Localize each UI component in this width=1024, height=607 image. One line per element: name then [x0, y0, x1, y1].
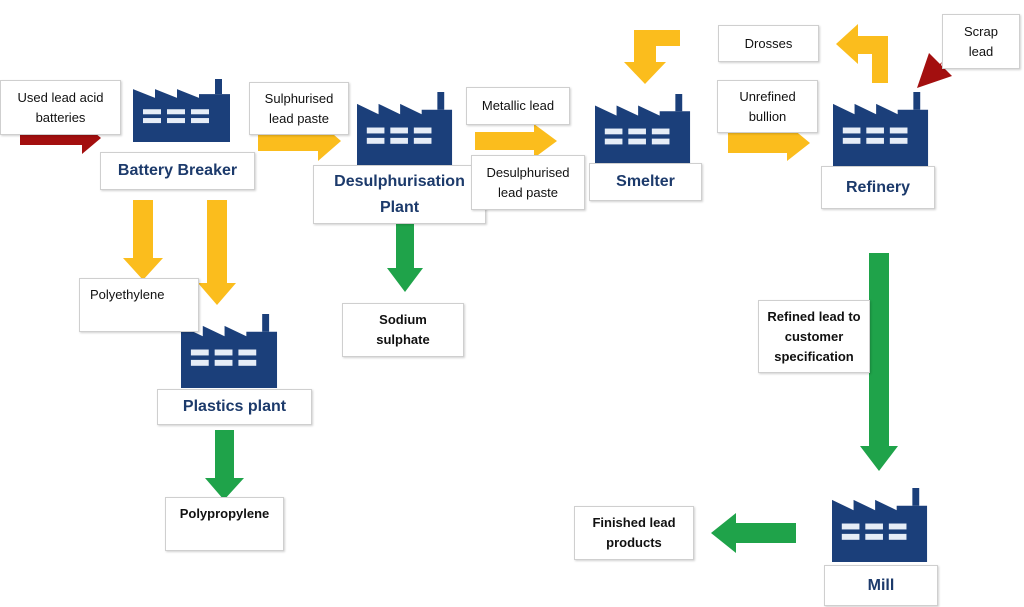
drosses-arrow [836, 24, 888, 83]
factory-icon [595, 94, 691, 166]
factory-icon [357, 92, 453, 166]
used-lead-acid-batteries-label: Used lead acid batteries [0, 80, 121, 135]
drosses-label: Drosses [718, 25, 819, 62]
metallic-lead-label: Metallic lead [466, 87, 570, 125]
mill-label: Mill [824, 565, 938, 606]
sulphurised-lead-paste-label: Sulphurised lead paste [249, 82, 349, 135]
battery-breaker-label: Battery Breaker [100, 152, 255, 190]
unrefined-bullion-label: Unrefined bullion [717, 80, 818, 133]
sodium-sulphate-label: Sodium sulphate [342, 303, 464, 357]
unrefined-bullion-arrow [728, 124, 810, 161]
sodium-sulphate-arrow [387, 222, 423, 292]
factory-icon [133, 79, 230, 142]
scrap-lead-label: Scrap lead [942, 14, 1020, 69]
polyethylene-label: Polyethylene [79, 278, 199, 332]
smelter-label: Smelter [589, 163, 702, 201]
factory-icon [833, 92, 929, 166]
finished-lead-products-label: Finished lead products [574, 506, 694, 560]
refinery-label: Refinery [821, 166, 935, 209]
plastics-arrow [198, 200, 236, 305]
polypropylene-arrow [205, 430, 244, 500]
desulphurisation-plant-label: Desulphurisation Plant [313, 165, 486, 224]
plastics-plant-label: Plastics plant [157, 389, 312, 425]
smelter-return-arrow [624, 30, 680, 84]
polyethylene-arrow [123, 200, 163, 280]
factory-icon [832, 488, 928, 562]
refined-lead-label: Refined lead to customer specification [758, 300, 870, 373]
finished-products-arrow [711, 513, 796, 553]
metallic-lead-arrow [475, 124, 557, 158]
desulphurised-lead-paste-label: Desulphurised lead paste [471, 155, 585, 210]
polypropylene-label: Polypropylene [165, 497, 284, 551]
input-arrow [20, 122, 101, 154]
